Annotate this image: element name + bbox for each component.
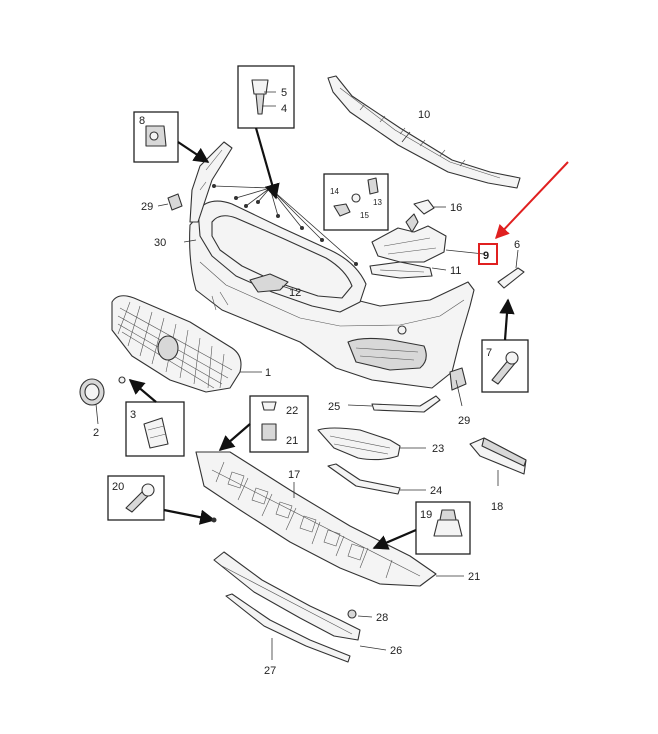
label-21-tray: 21 [468, 571, 480, 583]
label-3: 3 [130, 409, 136, 421]
highlight-callout [478, 161, 569, 265]
inset-box-19 [415, 501, 471, 555]
label-12: 12 [289, 287, 301, 299]
inset-box-20 [107, 475, 165, 521]
label-28: 28 [376, 612, 388, 624]
inset-box-13-15 [323, 173, 389, 231]
part-2-emblem [79, 376, 126, 425]
inset-box-7 [481, 339, 529, 393]
part-11-bracket [369, 261, 433, 279]
bumper-clips [212, 184, 358, 266]
part-26-lower-spoiler [213, 551, 387, 651]
label-20: 20 [112, 481, 124, 493]
label-29-right: 29 [458, 415, 470, 427]
part-8-side-bracket [189, 141, 233, 223]
label-25: 25 [328, 401, 340, 413]
label-24: 24 [430, 485, 442, 497]
inset-box-4-5 [237, 65, 295, 129]
part-24-chrome-strip [327, 463, 426, 495]
label-30: 30 [154, 237, 166, 249]
label-29-left: 29 [141, 201, 153, 213]
label-2: 2 [93, 427, 99, 439]
label-26: 26 [390, 645, 402, 657]
label-4: 4 [281, 103, 287, 115]
part-10-upper-beam [327, 75, 521, 189]
part-17-under-tray [195, 451, 464, 587]
inset-box-3 [125, 401, 185, 457]
leader-lines [183, 131, 485, 293]
label-16: 16 [450, 202, 462, 214]
part-25-trim-strip [347, 395, 441, 413]
label-17: 17 [288, 469, 300, 481]
callout-arrows [128, 127, 515, 550]
part-1-grille [111, 295, 262, 393]
label-21-box: 21 [286, 435, 298, 447]
highlight-box [478, 243, 498, 265]
label-1: 1 [265, 367, 271, 379]
label-5: 5 [281, 87, 287, 99]
inset-box-21-22 [249, 395, 309, 453]
label-6: 6 [514, 239, 520, 251]
part-6-small-bracket [497, 249, 525, 289]
label-18: 18 [491, 501, 503, 513]
label-9: 9 [483, 250, 489, 262]
label-8: 8 [139, 115, 145, 127]
label-11: 11 [450, 265, 461, 277]
part-18-cover-plate [469, 437, 527, 486]
label-13: 13 [373, 198, 382, 207]
part-23-fog-bezel [317, 427, 426, 461]
label-15: 15 [360, 211, 369, 220]
label-22: 22 [286, 405, 298, 417]
part-9-bracket [371, 213, 447, 263]
label-7: 7 [486, 347, 492, 359]
label-14: 14 [330, 187, 339, 196]
part-16-clip [413, 199, 446, 215]
part-27-lower-strip [225, 593, 351, 663]
inset-box-8 [133, 111, 179, 163]
part-labels: 5 4 8 10 14 13 15 16 29 30 6 9 11 12 7 1… [93, 87, 520, 677]
label-19: 19 [420, 509, 432, 521]
part-12-grille-frame [197, 200, 367, 313]
part-29-tow-cover [157, 193, 463, 407]
label-23: 23 [432, 443, 444, 455]
label-27: 27 [264, 665, 276, 677]
label-10: 10 [418, 109, 430, 121]
